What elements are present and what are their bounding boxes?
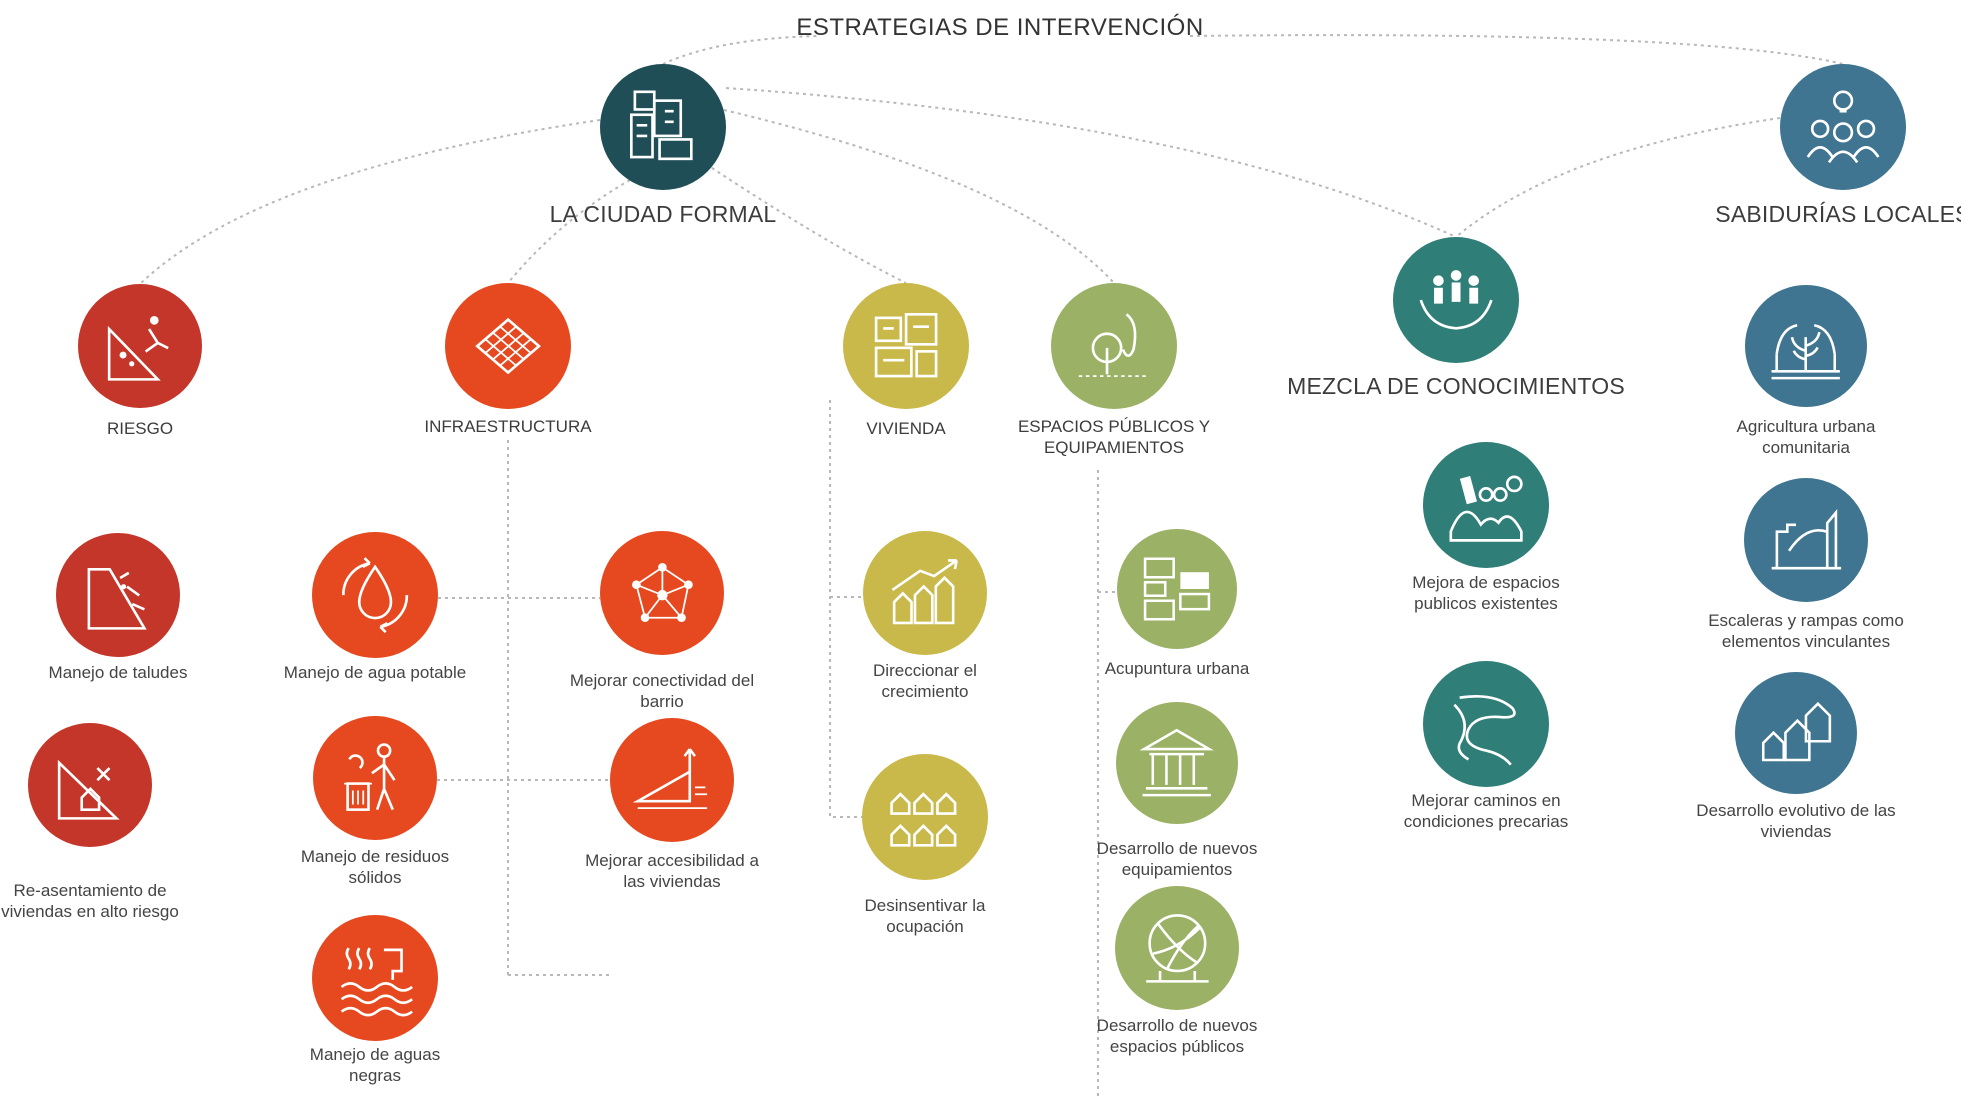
city-icon (619, 83, 707, 171)
path-icon (1442, 680, 1530, 768)
infraestructura-label: INFRAESTRUCTURA (424, 417, 592, 436)
accesibilidad-label: Mejorar accesibilidad a las viviendas (585, 851, 759, 892)
link-formal-infra (507, 179, 631, 284)
desarrollo-evolutivo-label: Desarrollo evolutivo de las viviendas (1696, 801, 1896, 842)
mejorar-caminos-label: Mejorar caminos en condiciones precarias (1403, 791, 1569, 832)
acupuntura-urbana-label: Acupuntura urbana (1104, 659, 1250, 678)
houses-icon (881, 773, 969, 861)
link-vivienda-trunk (829, 400, 862, 818)
riesgo-label: RIESGO (106, 419, 174, 438)
sabidurias-locales-node (1780, 64, 1906, 190)
vivienda-label: VIVIENDA (866, 419, 946, 438)
agua-potable-label: Manejo de agua potable (283, 663, 467, 682)
direccionar-crecimiento-node (863, 531, 987, 655)
network-icon (619, 550, 706, 637)
escaleras-rampas-node (1744, 478, 1868, 602)
housing-icon (862, 302, 950, 390)
manejo-taludes-node (56, 533, 180, 657)
manejo-taludes-label: Manejo de taludes (48, 663, 188, 682)
agriculture-icon (1763, 303, 1848, 388)
residuos-solidos-label: Manejo de residuos sólidos (300, 847, 450, 888)
landscape-icon (1442, 461, 1530, 549)
water-cycle-icon (331, 551, 419, 639)
mezcla-conocimientos-label: MEZCLA DE CONOCIMIENTOS (1287, 373, 1625, 399)
stairs-icon (1763, 497, 1850, 584)
ciudad-formal-node (600, 64, 726, 190)
growth-icon (882, 550, 969, 637)
conectividad-node (600, 531, 724, 655)
park-icon (1134, 905, 1221, 992)
diagram-title: ESTRATEGIAS DE INTERVENCIÓN (796, 14, 1204, 41)
mejorar-caminos-node (1423, 661, 1549, 787)
agricultura-urbana-node (1745, 285, 1867, 407)
espacios-publicos-node (1051, 283, 1177, 409)
hands-community-icon (1412, 256, 1500, 344)
mezcla-conocimientos-node (1393, 237, 1519, 363)
sabidurias-locales-label: SABIDURÍAS LOCALES (1715, 201, 1961, 227)
people-idea-icon (1799, 83, 1887, 171)
infraestructura-node (445, 283, 571, 409)
accesibilidad-node (610, 718, 734, 842)
reasentamiento-node (28, 723, 152, 847)
nuevos-equipamientos-label: Desarrollo de nuevos equipamientos (1096, 839, 1258, 880)
waste-icon (332, 735, 419, 822)
ciudad-formal-label: LA CIUDAD FORMAL (549, 201, 777, 227)
nuevos-espacios-node (1115, 886, 1239, 1010)
grid-icon (464, 302, 552, 390)
public-space-icon (1070, 302, 1158, 390)
direccionar-crecimiento-label: Direccionar el crecimiento (873, 661, 977, 702)
escaleras-rampas-label: Escaleras y rampas como elementos vincul… (1708, 611, 1904, 652)
relocation-icon (47, 742, 134, 829)
slope-icon (75, 552, 162, 639)
building-icon (1134, 720, 1219, 805)
agua-potable-node (312, 532, 438, 658)
acupuntura-urbana-node (1117, 529, 1237, 649)
reasentamiento-label: Re-asentamiento de viviendas en alto rie… (1, 881, 179, 922)
desinsentivar-ocupacion-node (862, 754, 988, 880)
desinsentivar-ocupacion-label: Desinsentivar la ocupación (864, 896, 986, 937)
vivienda-node (843, 283, 969, 409)
landslide-icon (97, 303, 184, 390)
conectividad-label: Mejorar conectividad del barrio (569, 671, 755, 712)
agricultura-urbana-label: Agricultura urbana comunitaria (1736, 417, 1876, 458)
mejora-espacios-node (1423, 442, 1549, 568)
residuos-solidos-node (313, 716, 437, 840)
mejora-espacios-label: Mejora de espacios publicos existentes (1412, 573, 1560, 614)
sewage-icon (331, 934, 419, 1022)
link-formal-mezcla (725, 87, 1457, 238)
nuevos-equipamientos-node (1116, 702, 1238, 824)
nuevos-espacios-label: Desarrollo de nuevos espacios públicos (1096, 1016, 1258, 1057)
aguas-negras-node (312, 915, 438, 1041)
espacios-publicos-label: ESPACIOS PÚBLICOS Y EQUIPAMIENTOS (1017, 417, 1211, 458)
link-formal-espacios (723, 109, 1115, 284)
evolving-houses-icon (1753, 690, 1838, 775)
ramp-icon (629, 737, 716, 824)
riesgo-node (78, 284, 202, 408)
desarrollo-evolutivo-node (1735, 672, 1857, 794)
blocks-icon (1135, 547, 1219, 631)
aguas-negras-label: Manejo de aguas negras (309, 1045, 441, 1086)
